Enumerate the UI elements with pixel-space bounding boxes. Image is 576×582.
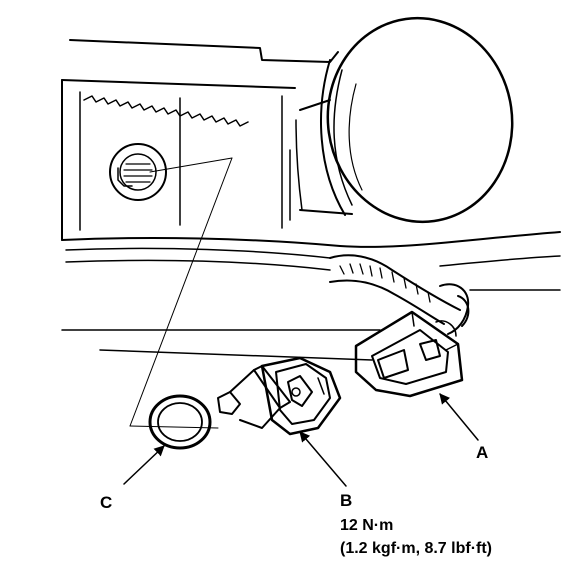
leader-arrow-b — [299, 431, 347, 487]
connector-a — [354, 310, 464, 398]
callout-label-c: C — [100, 493, 112, 512]
wiring-harness — [329, 254, 470, 335]
torque-spec-nm: 12 N·m — [340, 517, 393, 534]
callout-arrows — [123, 393, 479, 487]
leader-arrow-a — [439, 393, 479, 441]
torque-spec-alt: (1.2 kgf·m, 8.7 lbf·ft) — [340, 540, 492, 557]
engine-housing — [61, 39, 561, 361]
exploded-view-lines — [129, 157, 233, 429]
sensor-b — [217, 356, 342, 436]
washer-c — [148, 394, 212, 450]
leader-arrow-c — [123, 445, 165, 485]
callout-label-b: B — [340, 491, 352, 510]
sensor-bore — [109, 143, 167, 201]
cylinder-component — [295, 16, 514, 224]
callout-label-a: A — [476, 443, 488, 462]
